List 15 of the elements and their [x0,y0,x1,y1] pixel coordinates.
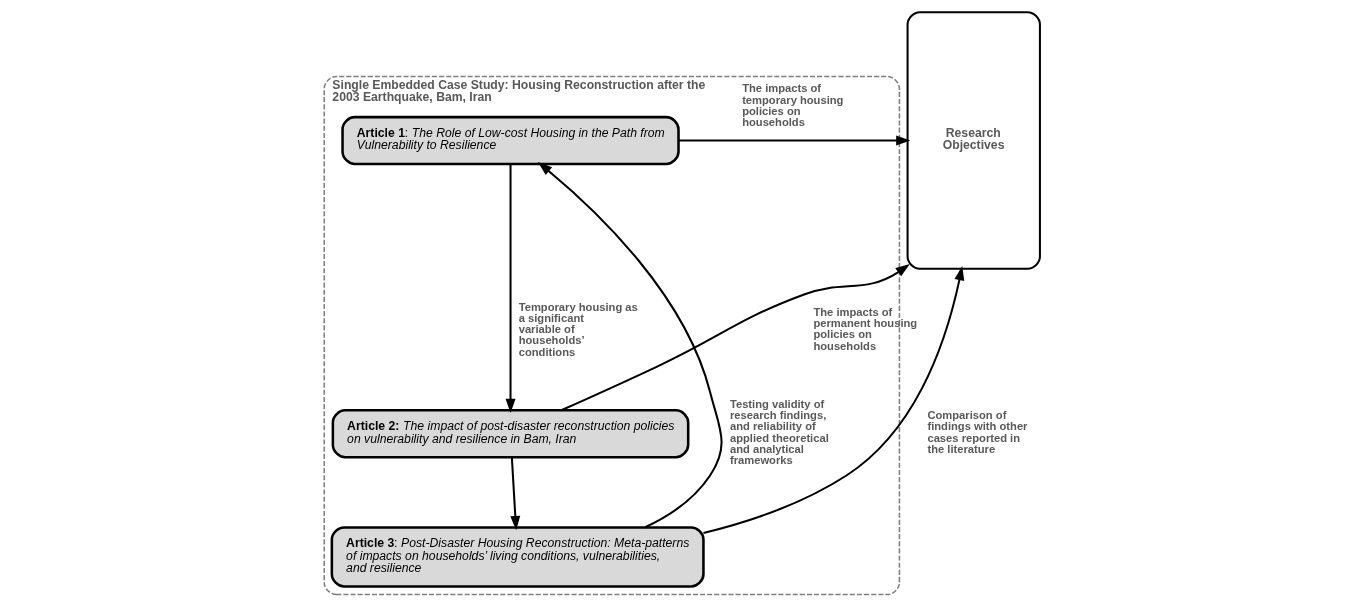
node-box: Research Objectives [906,11,1041,270]
arrow [537,162,722,529]
arrow [505,164,516,414]
arrow [702,266,964,534]
edge-label: Temporary housing as a significant variable of households’ conditions [518,300,638,358]
edge-label: Testing validity of research findings, and reliability of applied theoretical and analytical frameworks [729,398,829,467]
arrow [678,135,910,146]
node-box: Article 1: The Role of Low-cost Housing in the Path from Vulnerability to Resilience [340,115,680,166]
arrow [509,457,520,531]
edge-label: The impacts of temporary housing policies on households [741,82,843,129]
arrow [560,263,910,412]
edge-label: Comparison of findings with other cases reported in the literature [926,409,1027,455]
node-box: Article 3: Post-Disaster Housing Reconstruction: Meta-patterns of impacts on households’ living conditions, vulnerabilities, and resilience [330,526,705,588]
edge-label: The impacts of permanent housing policies on households [812,305,917,352]
node-box: Article 2: The impact of post-disaster reconstruction policies on vulnerability and resilience in Bam, Iran [331,409,689,459]
